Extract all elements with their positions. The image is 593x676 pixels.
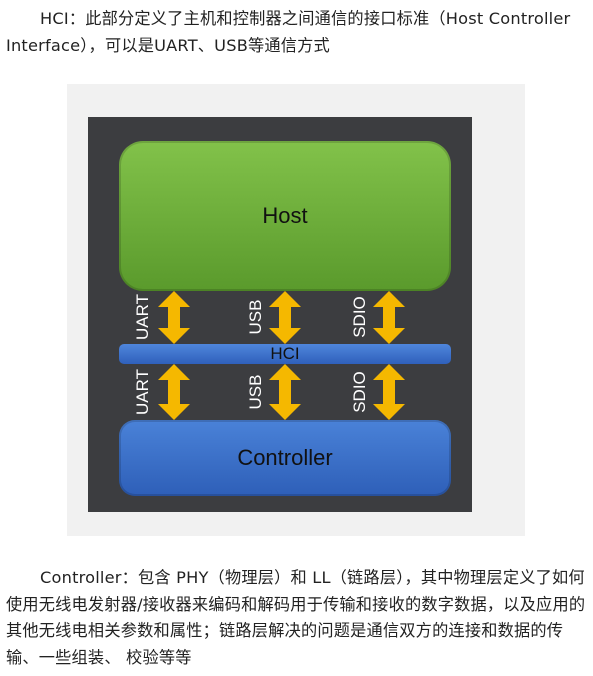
host-block: Host <box>119 141 451 291</box>
interface-label-lower-usb: USB <box>246 374 265 410</box>
intro-paragraph: HCI：此部分定义了主机和控制器之间通信的接口标准（Host Controlle… <box>6 9 571 55</box>
up-down-arrow-icon <box>373 291 405 344</box>
interface-label-upper-sdio: SDIO <box>350 296 369 338</box>
up-down-arrow-icon <box>158 291 190 344</box>
controller-description: Controller：包含 PHY（物理层）和 LL（链路层），其中物理层定义了… <box>6 568 586 667</box>
interface-label-lower-sdio: SDIO <box>350 371 369 413</box>
hci-label: HCI <box>270 344 300 363</box>
up-down-arrow-icon <box>158 364 190 420</box>
controller-label: Controller <box>237 445 333 470</box>
up-down-arrow-icon <box>269 364 301 420</box>
up-down-arrow-icon <box>373 364 405 420</box>
interface-label-upper-usb: USB <box>246 299 265 335</box>
controller-block: Controller <box>119 420 451 496</box>
hci-bar: HCI <box>119 344 451 364</box>
interface-label-lower-uart: UART <box>133 369 152 415</box>
up-down-arrow-icon <box>269 291 301 344</box>
interface-label-upper-uart: UART <box>133 294 152 340</box>
host-label: Host <box>262 203 308 228</box>
